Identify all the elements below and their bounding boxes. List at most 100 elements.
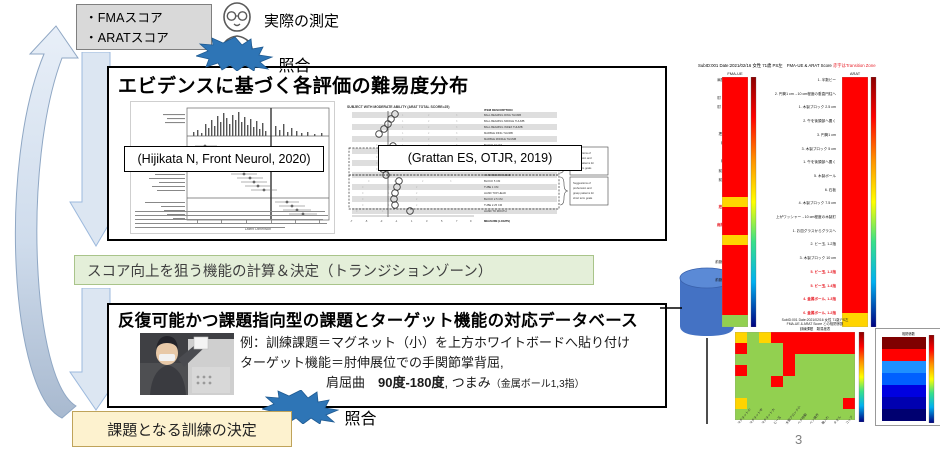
svg-text:2: 2 bbox=[416, 198, 418, 201]
svg-text:1: 1 bbox=[402, 138, 404, 141]
svg-text:HAND TO MOUTH: HAND TO MOUTH bbox=[484, 209, 507, 213]
svg-text:0: 0 bbox=[356, 210, 358, 213]
arat-item-label: 3. 円筒1 cm bbox=[817, 132, 836, 137]
score-item-arat: ・ARATスコア bbox=[85, 31, 170, 45]
svg-text:Latent Dimension: Latent Dimension bbox=[245, 227, 272, 231]
svg-text:short term goals: short term goals bbox=[573, 196, 593, 200]
task-database-title: 反復可能かつ課題指向型の課題とターゲット機能の対応データベース bbox=[118, 312, 638, 330]
svg-text:0: 0 bbox=[368, 180, 370, 183]
arat-item-label: 2. 円筒1 cm→10 cm程度の垂直円柱へ bbox=[774, 91, 836, 96]
svg-text:1: 1 bbox=[382, 210, 384, 213]
svg-text:2: 2 bbox=[422, 180, 424, 183]
svg-text:1: 1 bbox=[388, 204, 390, 207]
svg-text:grasp patterns for: grasp patterns for bbox=[573, 161, 594, 165]
calculation-band: スコア向上を狙う機能の計算＆決定（トランジションゾーン） bbox=[74, 255, 594, 285]
svg-text:TUBE 1 CM: TUBE 1 CM bbox=[484, 185, 499, 189]
svg-text:prehension and: prehension and bbox=[573, 186, 592, 190]
svg-text:Suggestions of: Suggestions of bbox=[573, 181, 591, 185]
shoulder-flexion-range: 90度-180度 bbox=[378, 375, 445, 390]
svg-text:MEASURE (LOGITS): MEASURE (LOGITS) bbox=[484, 219, 510, 223]
arat-item-label: 4. 金属ボール, 1-3指 bbox=[803, 297, 836, 302]
svg-text:3: 3 bbox=[450, 180, 452, 183]
svg-text:1: 1 bbox=[411, 219, 413, 223]
svg-text:BALL BEARING MIDDLE THUMB: BALL BEARING MIDDLE THUMB bbox=[484, 119, 525, 123]
heatmap-title-line1: SubID:001 Date:2021/02/16 女性 71歳 PS左 bbox=[781, 318, 849, 322]
svg-text:1: 1 bbox=[402, 120, 404, 123]
svg-text:MARBLE RING THUMB: MARBLE RING THUMB bbox=[484, 131, 513, 135]
heatmap-legend-panel: 相関係数 bbox=[875, 328, 940, 426]
arat-item-label: 5. 木製ボール bbox=[814, 173, 836, 178]
hijikata-citation-caption: (Hijikata N, Front Neurol, 2020) bbox=[124, 146, 324, 172]
arat-item-label: 1. お皿グラスからグラスへ bbox=[792, 228, 836, 233]
pinch-detail: （金属ボール1,3指） bbox=[490, 379, 585, 390]
feedback-loop-arrow bbox=[14, 25, 79, 419]
arat-item-label: 3. 木製ブロック 5 cm bbox=[801, 146, 836, 151]
grattan-citation-caption: (Grattan ES, OTJR, 2019) bbox=[378, 145, 582, 171]
match-burst-top: 照合 bbox=[194, 36, 310, 76]
svg-text:3: 3 bbox=[456, 126, 458, 129]
arat-item-label: 6. 金属ボール, 1-2指 bbox=[803, 310, 836, 315]
arat-item-label: 2. ビー玉, 1-2指 bbox=[810, 242, 836, 247]
right-chart-header-black: SubID:001 Date:2021/02/16 女性 71歳 PS左 FMA… bbox=[698, 63, 834, 68]
arat-score-column bbox=[842, 77, 868, 327]
arat-item-label: 1. 木製ブロック 2.5 cm bbox=[798, 105, 836, 110]
svg-text:BLOCK 5 CM: BLOCK 5 CM bbox=[484, 179, 501, 183]
training-decision-box: 課題となる訓練の決定 bbox=[72, 411, 292, 447]
heatmap-title-line3: 訓練課題 難易度表 bbox=[799, 326, 831, 331]
svg-text:3: 3 bbox=[456, 138, 458, 141]
svg-text:9: 9 bbox=[470, 219, 472, 223]
right-chart-header-red: 赤字はTransition Zone bbox=[833, 63, 876, 68]
svg-text:0: 0 bbox=[362, 204, 364, 207]
svg-text:BALL BEARING INDEX THUMB: BALL BEARING INDEX THUMB bbox=[484, 125, 523, 129]
svg-text:1: 1 bbox=[402, 126, 404, 129]
training-task-photo bbox=[140, 333, 234, 395]
svg-text:HAND BEHIND HEAD: HAND BEHIND HEAD bbox=[484, 173, 511, 177]
svg-text:2: 2 bbox=[428, 138, 430, 141]
match-burst-bottom-label: 照合 bbox=[344, 411, 377, 428]
svg-text:HAND TOP HEAD: HAND TOP HEAD bbox=[484, 191, 506, 195]
svg-text:prehension and: prehension and bbox=[573, 156, 592, 160]
heatmap-legend-bands bbox=[882, 337, 926, 421]
arat-item-label: 2. 午を後頭部へ置く bbox=[803, 119, 836, 124]
heatmap-grid bbox=[734, 331, 856, 421]
svg-text:long term goals: long term goals bbox=[573, 166, 592, 170]
svg-text:1: 1 bbox=[394, 180, 396, 183]
svg-text:2: 2 bbox=[428, 126, 430, 129]
arat-item-label: 5. ビー玉, 1-3指 bbox=[810, 269, 836, 274]
arat-column-title: ARAT bbox=[849, 71, 861, 76]
database-cylinder bbox=[679, 267, 735, 336]
svg-text:BALL BEARING RING THUMB: BALL BEARING RING THUMB bbox=[484, 113, 521, 117]
svg-text:0: 0 bbox=[376, 150, 378, 153]
svg-text:1: 1 bbox=[402, 114, 404, 117]
svg-text:2: 2 bbox=[428, 114, 430, 117]
svg-text:3: 3 bbox=[426, 219, 428, 223]
svg-text:2: 2 bbox=[416, 192, 418, 195]
svg-text:5: 5 bbox=[441, 219, 443, 223]
svg-text:2: 2 bbox=[416, 204, 418, 207]
svg-text:0: 0 bbox=[376, 144, 378, 147]
arat-item-label: 5. ビー玉, 1-4指 bbox=[810, 283, 836, 288]
svg-text:0: 0 bbox=[368, 174, 370, 177]
svg-text:ITEM DESCRIPTION: ITEM DESCRIPTION bbox=[484, 108, 513, 112]
svg-text:1: 1 bbox=[388, 186, 390, 189]
svg-text:3: 3 bbox=[456, 114, 458, 117]
arat-colorbar bbox=[870, 77, 877, 327]
svg-text:0: 0 bbox=[362, 186, 364, 189]
svg-text:3: 3 bbox=[456, 132, 458, 135]
heatmap-colorbar bbox=[858, 332, 865, 422]
arat-item-label: 3. 木製ブロック 10 cm bbox=[799, 256, 836, 261]
svg-text:2: 2 bbox=[422, 174, 424, 177]
arat-item-label: 上がワッシャー→10 cm程度の木製釘 bbox=[775, 215, 836, 219]
svg-text:2: 2 bbox=[416, 186, 418, 189]
task-database-example: 例：訓練課題＝マグネット（小）を上方ホワイトボードへ貼り付け ターゲット機能＝肘… bbox=[240, 333, 660, 395]
svg-text:1: 1 bbox=[388, 198, 390, 201]
svg-text:0: 0 bbox=[362, 198, 364, 201]
heatmap-legend-colorbar bbox=[928, 335, 935, 423]
fma-arat-score-chart: SubID:001 Date:2021/02/16 女性 71歳 PS左 FMA… bbox=[694, 60, 938, 335]
target-function-detail-line: 肩屈曲 90度-180度, つまみ（金属ボール1,3指） bbox=[240, 373, 660, 395]
svg-text:3: 3 bbox=[450, 174, 452, 177]
target-function-line: ターゲット機能＝肘伸展位での手関節掌背屈, bbox=[240, 355, 504, 370]
svg-text:3: 3 bbox=[456, 120, 458, 123]
arat-item-label: 1. 午を後頭部へ置く bbox=[803, 160, 836, 165]
